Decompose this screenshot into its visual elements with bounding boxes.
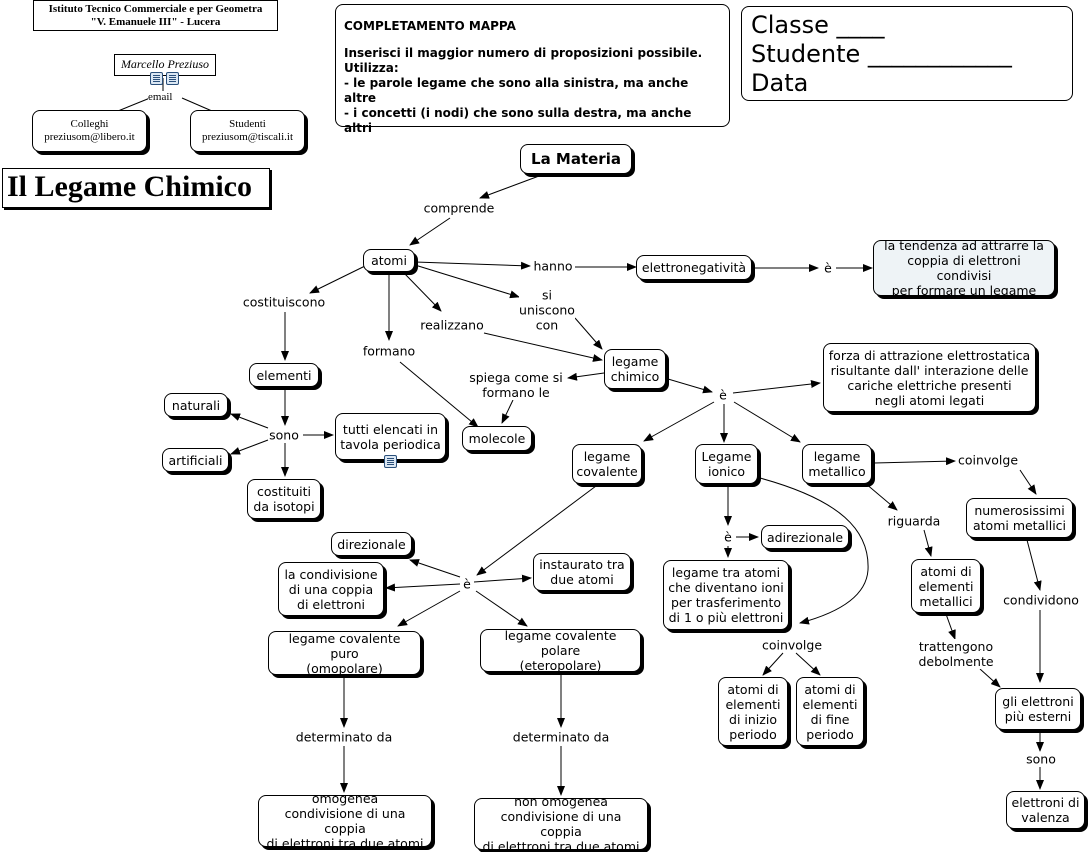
student-info-box: Classe ____ Studente ____________ Data — [741, 6, 1073, 101]
node-legame-ionico[interactable]: Legame ionico — [695, 444, 758, 484]
node-tendenza[interactable]: la tendenza ad attrarre la coppia di ele… — [873, 238, 1055, 298]
link-sono: sono — [269, 427, 299, 443]
node-adirezionale[interactable]: adirezionale — [761, 525, 849, 549]
node-artificiali[interactable]: artificiali — [162, 448, 229, 472]
node-atomi-metallici[interactable]: atomi di elementi metallici — [911, 559, 981, 613]
node-elettroni-valenza[interactable]: elettroni di valenza — [1006, 791, 1085, 829]
colleghi-email[interactable]: Colleghi preziusom@libero.it — [32, 110, 147, 152]
node-covalente-polare[interactable]: legame covalente polare (eteropolare) — [480, 628, 641, 673]
instructions-title: COMPLETAMENTO MAPPA — [344, 19, 516, 33]
link-spiega: spiega come si formano le — [469, 370, 563, 400]
link-trattengono: trattengono debolmente — [918, 639, 994, 669]
node-elettroni-esterni[interactable]: gli elettroni più esterni — [995, 688, 1081, 730]
node-legame-metallico[interactable]: legame metallico — [802, 444, 872, 484]
link-costituiscono: costituiscono — [242, 294, 326, 310]
studente-field[interactable]: Studente ____________ — [751, 40, 1012, 68]
link-e-tendenza: è — [824, 260, 832, 276]
node-legame-covalente[interactable]: legame covalente — [572, 444, 642, 484]
node-tavola-text: tutti elencati in tavola periodica — [340, 421, 441, 452]
link-si-uniscono-con: si uniscono con — [519, 287, 575, 333]
node-naturali[interactable]: naturali — [164, 393, 228, 417]
node-numerosissimi[interactable]: numerosissimi atomi metallici — [966, 498, 1073, 538]
document-icon[interactable] — [384, 455, 397, 468]
data-field[interactable]: Data — [751, 69, 809, 97]
link-comprende: comprende — [423, 200, 495, 216]
node-covalente-puro[interactable]: legame covalente puro (omopolare) — [268, 631, 421, 676]
node-inizio-periodo[interactable]: atomi di elementi di inizio periodo — [718, 677, 788, 746]
node-direzionale[interactable]: direzionale — [331, 532, 412, 556]
school-name: Istituto Tecnico Commerciale e per Geome… — [48, 3, 263, 15]
node-molecole[interactable]: molecole — [462, 426, 532, 451]
link-coinvolge-metallico: coinvolge — [957, 452, 1019, 468]
author-box: Marcello Preziuso — [114, 54, 216, 76]
link-e-ionico: è — [724, 529, 732, 545]
node-elementi[interactable]: elementi — [249, 363, 319, 387]
node-legame-chimico[interactable]: legame chimico — [604, 349, 666, 389]
node-atomi[interactable]: atomi — [363, 249, 415, 272]
link-formano: formano — [362, 343, 416, 359]
instructions-body: Inserisci il maggior numero di proposizi… — [344, 46, 703, 135]
node-forza-attrazione[interactable]: forza di attrazione elettrostatica risul… — [823, 343, 1036, 412]
node-la-materia[interactable]: La Materia — [520, 144, 632, 174]
link-e-legame: è — [719, 387, 727, 403]
school-location: "V. Emanuele III" - Lucera — [90, 16, 221, 28]
main-title: Il Legame Chimico — [2, 168, 270, 208]
instructions-box: COMPLETAMENTO MAPPA Inserisci il maggior… — [335, 4, 730, 135]
email-label: email — [148, 91, 173, 103]
school-header: Istituto Tecnico Commerciale e per Geome… — [33, 0, 278, 31]
node-condivisione[interactable]: la condivisione di una coppia di elettro… — [278, 562, 384, 616]
link-determinato-puro: determinato da — [295, 729, 393, 745]
node-ionico-definizione[interactable]: legame tra atomi che diventano ioni per … — [663, 560, 789, 630]
movie-icon[interactable] — [166, 72, 179, 85]
node-elettronegativita[interactable]: elettronegatività — [636, 255, 752, 280]
link-riguarda: riguarda — [887, 513, 941, 529]
link-condividono: condividono — [1003, 592, 1079, 608]
classe-field[interactable]: Classe ____ — [751, 11, 885, 39]
author-name: Marcello Preziuso — [120, 57, 210, 71]
document-icon[interactable] — [150, 72, 163, 85]
link-sono-valenza: sono — [1026, 751, 1056, 767]
link-coinvolge-ionico: coinvolge — [761, 637, 823, 653]
link-determinato-polare: determinato da — [512, 729, 610, 745]
main-title-text: Il Legame Chimico — [7, 170, 252, 203]
link-hanno: hanno — [533, 258, 573, 274]
link-realizzano: realizzano — [420, 317, 484, 333]
node-non-omogenea[interactable]: non omogenea condivisione di una coppia … — [474, 794, 648, 852]
node-instaurato[interactable]: instaurato tra due atomi — [533, 553, 631, 591]
link-e-covalente: è — [463, 576, 471, 592]
node-tavola-periodica[interactable]: tutti elencati in tavola periodica — [335, 413, 446, 460]
node-isotopi[interactable]: costituiti da isotopi — [247, 479, 321, 519]
node-omogenea[interactable]: omogenea condivisione di una coppia di e… — [258, 791, 432, 851]
node-fine-periodo[interactable]: atomi di elementi di fine periodo — [796, 677, 864, 746]
studenti-email[interactable]: Studenti preziusom@tiscali.it — [190, 110, 305, 152]
